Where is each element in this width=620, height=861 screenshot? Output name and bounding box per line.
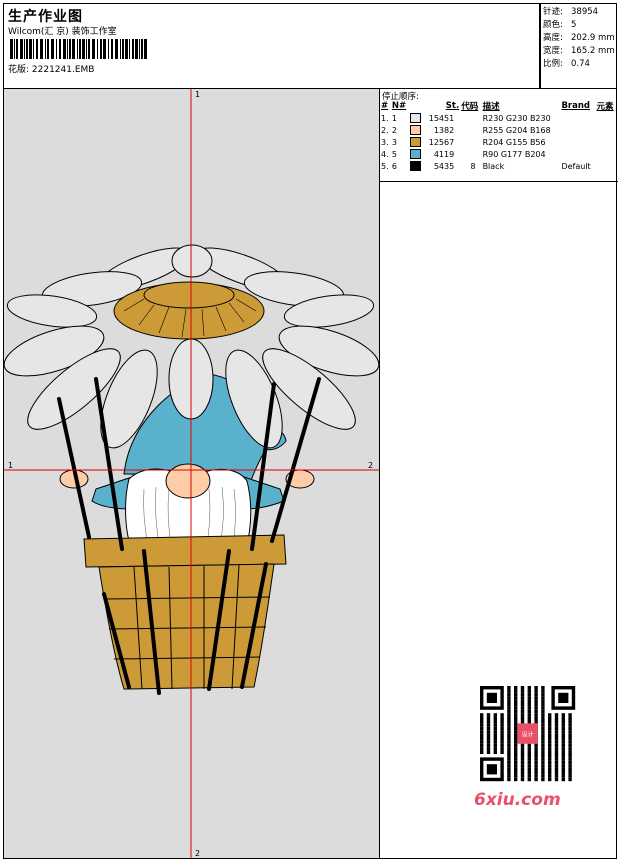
cell-stitches: 12567: [428, 137, 455, 147]
stats-panel: 针迹:38954 颜色:5 高度:202.9 mm 宽度:165.2 mm 比例…: [540, 3, 617, 89]
table-row: 3.3 12567 R204 G155 B56: [380, 136, 617, 148]
cell-code: 8: [470, 161, 476, 171]
col-stitches: St.: [445, 101, 460, 111]
table-row: 1.1 15451 R230 G230 B230: [380, 112, 617, 124]
cell-swatch: [409, 136, 424, 148]
cell-swatch: [409, 160, 424, 172]
cell-element: [596, 136, 617, 148]
cell-brand: [560, 124, 595, 136]
embroidery-preview: 1 2 1 2: [4, 89, 379, 858]
cell-code: [460, 148, 481, 160]
color-sequence-table: # N# St. 代码 描述 Brand 元素 1.1 15451 R230 G23…: [380, 100, 617, 172]
crosshair-label-bottom: 2: [195, 849, 200, 858]
cell-code: [460, 136, 481, 148]
color-swatch: [410, 137, 422, 147]
cell-description: R90 G177 B204: [482, 149, 546, 159]
header-panel: 生产作业图 Wilcom(汇 京) 装饰工作室 花版: 2221241.EMB: [3, 3, 540, 89]
cell-stitches: 4119: [433, 149, 455, 159]
qr-code: 设计: [470, 680, 586, 805]
cell-number: 2: [391, 125, 397, 135]
basket-rim: [83, 534, 287, 568]
cell-number: 6: [391, 161, 397, 171]
cell-index: 5.: [381, 161, 389, 171]
cell-brand: [560, 148, 595, 160]
cell-brand: Default: [561, 161, 591, 171]
cell-code: [460, 112, 481, 124]
cell-element: [596, 124, 617, 136]
cell-element: [596, 160, 617, 172]
crosshair-label-left: 1: [8, 461, 13, 470]
col-index: #: [381, 101, 389, 111]
watermark-logo: 6xiu.com: [474, 790, 561, 810]
daisy-back-petals: [6, 244, 375, 328]
color-swatch: [410, 161, 422, 171]
cell-description: R230 G230 B230: [482, 113, 551, 123]
cell-number: 1: [391, 113, 397, 123]
cell-number: 5: [391, 149, 397, 159]
company-name: Wilcom(汇 京) 装饰工作室: [8, 27, 117, 37]
design-file-label: 花版: 2221241.EMB: [8, 65, 95, 75]
cell-stitches: 1382: [433, 125, 455, 135]
cell-swatch: [409, 148, 424, 160]
qr-badge-text: 设计: [522, 730, 534, 738]
cell-stitches: 5435: [433, 161, 455, 171]
col-number: N#: [391, 101, 407, 111]
stat-width: 宽度:165.2 mm: [543, 46, 615, 56]
color-swatch: [410, 113, 422, 123]
cell-description: R255 G204 B168: [482, 125, 551, 135]
cell-index: 1.: [381, 113, 389, 123]
crosshair-label-top: 1: [195, 90, 200, 99]
col-description: 描述: [482, 102, 500, 112]
cell-swatch: [409, 112, 424, 124]
col-code: 代码: [461, 102, 479, 112]
crosshair-label-right: 2: [368, 461, 373, 470]
cell-description: Black: [482, 161, 505, 171]
cell-element: [596, 112, 617, 124]
cell-index: 2.: [381, 125, 389, 135]
design-canvas: 1 2 1 2: [3, 88, 380, 859]
cell-index: 4.: [381, 149, 389, 159]
col-brand: Brand: [561, 101, 590, 111]
cell-index: 3.: [381, 137, 389, 147]
cell-number: 3: [391, 137, 397, 147]
color-swatch: [410, 125, 422, 135]
stat-height: 高度:202.9 mm: [543, 33, 615, 43]
barcode: [10, 39, 147, 59]
table-header-row: # N# St. 代码 描述 Brand 元素: [380, 100, 617, 112]
gnome-nose: [165, 463, 211, 499]
basket-weave: [103, 564, 271, 690]
table-row: 5.6 5435 8 Black Default: [380, 160, 617, 172]
cell-description: R204 G155 B56: [482, 137, 546, 147]
balloon-ropes: [57, 377, 321, 695]
crosshair: [4, 89, 379, 858]
cell-element: [596, 148, 617, 160]
cell-stitches: 15451: [428, 113, 455, 123]
cell-code: [460, 124, 481, 136]
stat-scale: 比例:0.74: [543, 59, 590, 69]
color-swatch: [410, 149, 422, 159]
sequence-title: 停止顺序:: [382, 92, 419, 102]
col-element: 元素: [596, 102, 614, 112]
table-divider: [380, 181, 618, 182]
table-row: 2.2 1382 R255 G204 B168: [380, 124, 617, 136]
stat-stitches: 针迹:38954: [543, 7, 599, 17]
table-row: 4.5 4119 R90 G177 B204: [380, 148, 617, 160]
cell-brand: [560, 112, 595, 124]
cell-swatch: [409, 124, 424, 136]
cell-brand: [560, 136, 595, 148]
daisy-center-inner: [143, 281, 235, 309]
stat-colors: 颜色:5: [543, 20, 577, 30]
col-swatch: [409, 100, 424, 112]
page-title: 生产作业图: [8, 9, 83, 25]
daisy-center-lines: [123, 298, 257, 338]
